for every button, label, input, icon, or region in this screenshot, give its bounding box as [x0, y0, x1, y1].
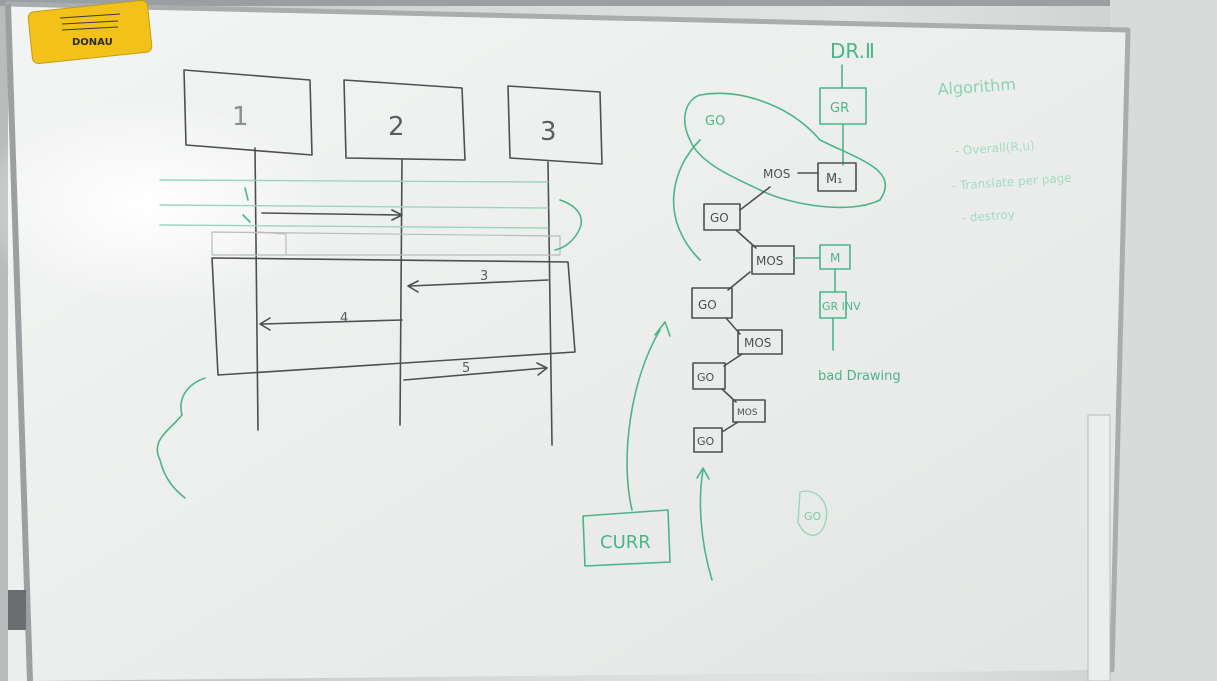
curr-label: CURR: [600, 532, 651, 553]
tree-diagram: DR.Ⅱ GR GO MOS M₁ GO MOS M GR INV: [582, 39, 901, 581]
donau-sign: DONAU: [27, 0, 153, 65]
go-4-box: [692, 362, 726, 390]
go-top-label: GO: [705, 114, 725, 129]
dr-label: DR.Ⅱ: [830, 39, 875, 63]
mos-3-label: MOS: [744, 336, 771, 350]
mos-1-label: MOS: [763, 167, 790, 181]
gr-inv-label: GR INV: [822, 300, 861, 313]
box-2-label: 2: [388, 112, 405, 142]
mos-2-box: [751, 245, 795, 275]
algorithm-notes: Algorithm - Overall(R,u) - Translate per…: [937, 75, 1072, 225]
box-2: [343, 79, 466, 161]
box-3-label: 3: [540, 117, 557, 147]
green-arrow-up: [696, 467, 713, 581]
m1-box: [817, 162, 857, 192]
lifeline-2: [399, 159, 403, 426]
box-1: [183, 69, 313, 156]
msg-5-label: 5: [462, 361, 470, 376]
m1-label: M₁: [826, 172, 842, 187]
arrow-2-3: [403, 362, 548, 381]
go-3-box: [691, 287, 733, 319]
go-small-label: GO: [804, 510, 822, 523]
curr-box: [582, 509, 671, 567]
m-green-label: M: [830, 251, 840, 265]
sign-brand: DONAU: [72, 37, 113, 48]
box-1-label: 1: [232, 102, 249, 132]
stand-pole: [1087, 414, 1111, 681]
go-2-label: GO: [710, 211, 729, 225]
green-arrow-curr: [626, 321, 671, 511]
go-2-box: [703, 203, 741, 231]
green-curve-left: [672, 139, 701, 261]
lifeline-3: [547, 161, 553, 446]
loop-frame: [211, 257, 576, 376]
arrow-2-1: [259, 317, 403, 331]
go-5-label: GO: [697, 435, 715, 448]
msg-4-label: 4: [340, 311, 348, 326]
arrow-1-2: [261, 209, 403, 221]
msg-3-label: 3: [480, 269, 488, 284]
bad-drawing-label: bad Drawing: [818, 369, 901, 384]
go-3-label: GO: [698, 298, 717, 312]
frame-clip: [8, 590, 26, 630]
green-lasso: [684, 92, 887, 209]
lifeline-1: [254, 147, 259, 431]
go-4-label: GO: [697, 371, 715, 384]
go-5-box: [693, 427, 723, 453]
mos-4-box: [732, 399, 766, 423]
sequence-diagram: 1 2 3 4 5 3: [156, 69, 603, 499]
arrow-3-2: [407, 279, 549, 293]
algo-line-1: - Overall(R,u): [954, 138, 1035, 158]
gr-top-label: GR: [830, 101, 849, 116]
mos-4-label: MOS: [737, 408, 758, 418]
box-3: [507, 85, 603, 165]
mos-3-box: [737, 329, 783, 355]
algo-line-3: - destroy: [961, 207, 1015, 225]
mos-2-label: MOS: [756, 254, 783, 268]
